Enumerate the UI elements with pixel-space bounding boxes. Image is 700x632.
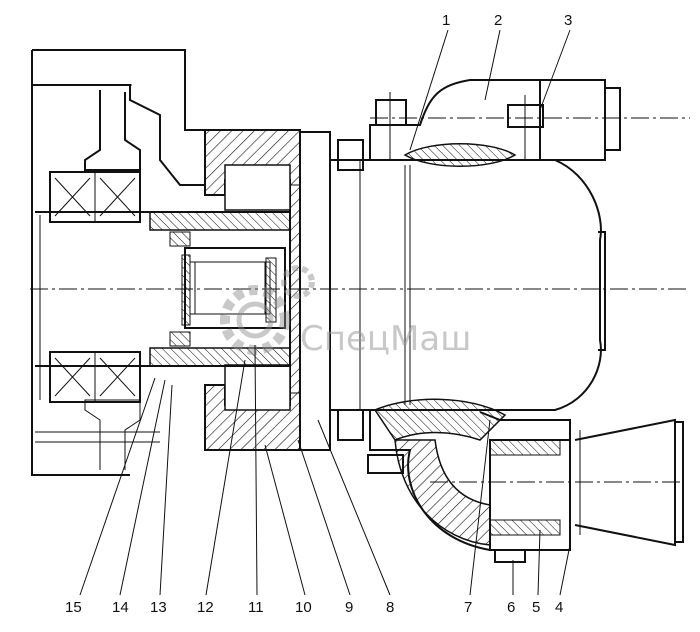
inner-bushing (181, 247, 286, 329)
lower-elbow (367, 398, 684, 563)
callout-8: 8 (386, 599, 394, 616)
lower-bearing (49, 351, 141, 403)
callout-1: 1 (442, 12, 450, 29)
callout-2: 2 (494, 12, 502, 29)
left-housing (31, 49, 206, 476)
callout-11: 11 (248, 599, 264, 616)
callout-9: 9 (345, 599, 353, 616)
main-body (330, 139, 606, 441)
callout-5: 5 (532, 599, 540, 616)
callout-13: 13 (150, 599, 167, 616)
callout-labels: 1 2 3 4 5 6 7 8 9 10 11 12 13 14 15 (65, 12, 572, 616)
upper-bracket (369, 79, 690, 167)
watermark: СпецМаш (220, 265, 471, 359)
callout-7: 7 (464, 599, 472, 616)
callout-10: 10 (295, 599, 312, 616)
callout-12: 12 (197, 599, 214, 616)
leader-lines (79, 29, 571, 596)
callout-6: 6 (507, 599, 515, 616)
callout-15: 15 (65, 599, 82, 616)
watermark-text: СпецМаш (300, 319, 471, 359)
upper-bearing (49, 171, 141, 223)
callout-3: 3 (564, 12, 572, 29)
callout-4: 4 (555, 599, 563, 616)
callout-14: 14 (112, 599, 129, 616)
